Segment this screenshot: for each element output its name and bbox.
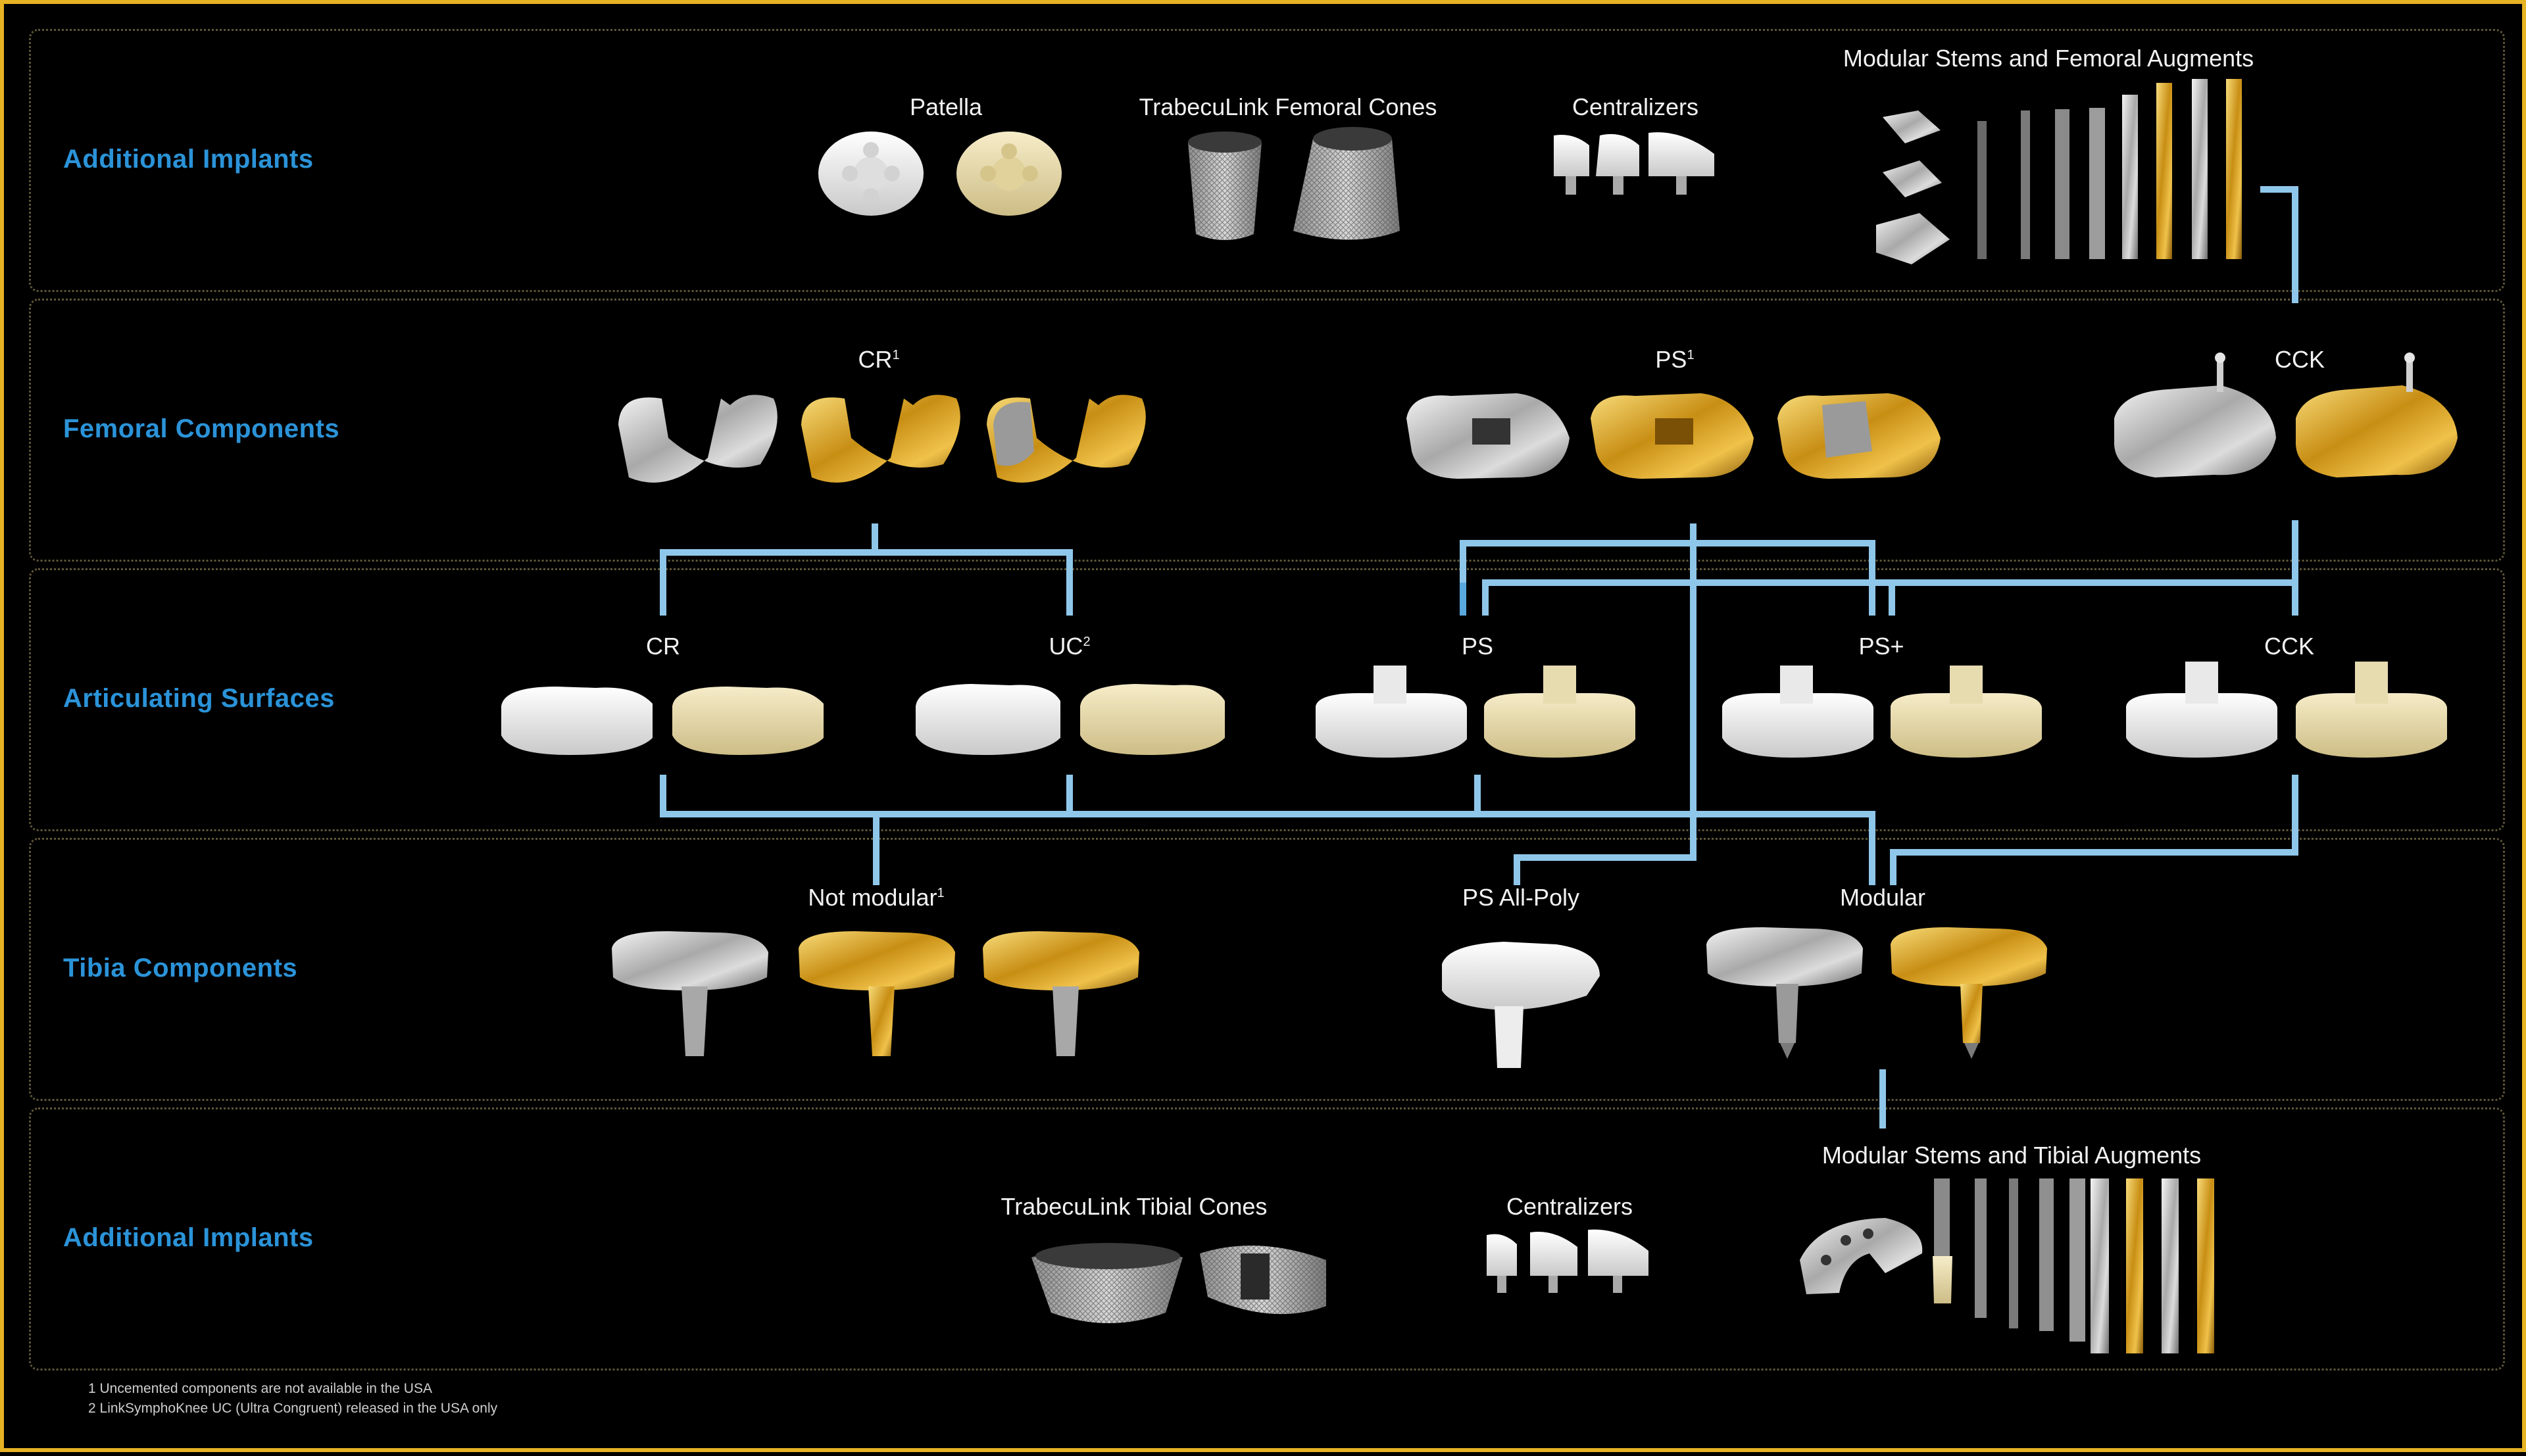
- label-femoral-ps-text: PS: [1655, 346, 1687, 373]
- footnote-1: 1 Uncemented components are not availabl…: [88, 1381, 432, 1396]
- femoral-cone-large-icon: [1293, 127, 1400, 240]
- art-psplus-cream-icon: [1891, 666, 2042, 758]
- femoral-ps-gold-icon: [1591, 393, 1754, 479]
- connector-stems-femoral: [2260, 186, 2298, 303]
- label-art-uc-text: UC: [1049, 633, 1083, 660]
- femoral-augments-icon: [1876, 110, 1950, 264]
- tibial-augment-icon: [1800, 1218, 1923, 1294]
- femoral-ps-silver-icon: [1406, 393, 1570, 479]
- band-femoral-components: [29, 299, 2505, 562]
- label-modular-stems-femoral: Modular Stems and Femoral Augments: [1843, 45, 2254, 72]
- tibia-notmodular-gold-porous-icon: [983, 931, 1139, 1056]
- femoral-cone-small-icon: [1188, 132, 1262, 240]
- connector-fem-ps-c: [1514, 543, 1696, 885]
- femoral-cck-gold-icon: [2296, 352, 2458, 477]
- connector-art-bus: [660, 775, 1875, 885]
- femoral-cr-silver-icon: [618, 395, 778, 483]
- label-tibia-modular: Modular: [1839, 884, 1926, 911]
- band-tibia-components: [29, 838, 2505, 1101]
- band-title-tibia-components: Tibia Components: [63, 954, 298, 983]
- label-centralizers-bottom: Centralizers: [1506, 1193, 1633, 1220]
- connector-fem-ps-b: [1693, 540, 1875, 616]
- art-uc-cream-icon: [1080, 684, 1225, 755]
- footnote-2: 2 LinkSymphoKnee UC (Ultra Congruent) re…: [88, 1401, 498, 1416]
- tibia-psallpoly-icon: [1442, 942, 1600, 1068]
- label-femoral-ps: PS1: [1655, 346, 1694, 374]
- art-cck-white-icon: [2126, 662, 2277, 758]
- label-art-cr: CR: [646, 633, 680, 660]
- label-femoral-cr-sup: 1: [892, 348, 900, 362]
- band-additional-implants-bottom: [29, 1107, 2505, 1371]
- tibial-cone-oval-icon: [1031, 1243, 1183, 1323]
- label-art-cck: CCK: [2264, 633, 2315, 660]
- label-tibia-notmodular-sup: 1: [937, 886, 945, 900]
- band-title-additional-implants-top: Additional Implants: [63, 145, 314, 174]
- art-cr-cream-icon: [672, 687, 824, 755]
- label-femoral-cck: CCK: [2274, 346, 2325, 373]
- art-ps-cream-icon: [1484, 666, 1635, 758]
- femoral-ps-gold-porous-icon: [1777, 393, 1941, 479]
- band-title-femoral-components: Femoral Components: [63, 414, 340, 443]
- connector-fem-cr: [660, 523, 878, 616]
- label-art-uc: UC2: [1049, 633, 1090, 660]
- label-femoral-ps-sup: 1: [1687, 348, 1695, 362]
- tibial-stems-icon: [1933, 1178, 2214, 1353]
- label-femoral-cr-text: CR: [858, 346, 893, 373]
- art-uc-white-icon: [916, 684, 1060, 755]
- connector-fem-cr-uc: [875, 549, 1073, 616]
- femoral-stems-icon: [1977, 79, 2242, 259]
- label-tibial-cones: TrabecuLink Tibial Cones: [1001, 1193, 1268, 1220]
- femoral-cr-gold-porous-icon: [987, 395, 1146, 483]
- tibia-notmodular-gold-icon: [799, 931, 955, 1056]
- label-femoral-cones: TrabecuLink Femoral Cones: [1139, 93, 1437, 120]
- band-title-articulating-surfaces: Articulating Surfaces: [63, 684, 335, 713]
- label-art-psplus: PS+: [1858, 633, 1904, 660]
- centralizers-top-icon: [1554, 132, 1714, 195]
- label-tibia-notmodular-text: Not modular: [808, 884, 937, 911]
- label-patella: Patella: [909, 93, 983, 120]
- connector-lines: [660, 186, 2298, 1128]
- centralizers-bottom-icon: [1487, 1229, 1648, 1293]
- tibial-cone-split-icon: [1200, 1246, 1326, 1315]
- band-additional-implants-top: [29, 29, 2505, 292]
- tibia-modular-silver-icon: [1706, 927, 1863, 1059]
- femoral-cck-silver-icon: [2114, 352, 2276, 477]
- femoral-cr-gold-icon: [801, 395, 960, 483]
- band-title-additional-implants-bottom: Additional Implants: [63, 1223, 314, 1252]
- art-ps-white-icon: [1316, 666, 1467, 758]
- art-cck-cream-icon: [2296, 662, 2447, 758]
- label-modular-stems-tibial: Modular Stems and Tibial Augments: [1821, 1142, 2202, 1169]
- label-tibia-psallpoly: PS All-Poly: [1462, 884, 1580, 911]
- art-psplus-white-icon: [1722, 666, 1873, 758]
- band-articulating-surfaces: [29, 568, 2505, 831]
- art-cr-white-icon: [501, 687, 653, 755]
- label-tibia-notmodular: Not modular1: [808, 884, 944, 911]
- label-centralizers-top: Centralizers: [1572, 93, 1699, 120]
- implant-illustrations: [501, 79, 2458, 1353]
- connector-art-cck: [1890, 775, 2298, 885]
- patella-cream-icon: [956, 132, 1062, 216]
- tibia-notmodular-silver-icon: [612, 931, 768, 1056]
- label-art-ps: PS: [1461, 633, 1494, 660]
- patella-white-icon: [818, 132, 924, 216]
- label-art-uc-sup: 2: [1083, 635, 1091, 649]
- label-femoral-cr: CR1: [858, 346, 899, 374]
- tibia-modular-gold-icon: [1891, 927, 2047, 1059]
- connector-fem-ps: [1460, 523, 1696, 616]
